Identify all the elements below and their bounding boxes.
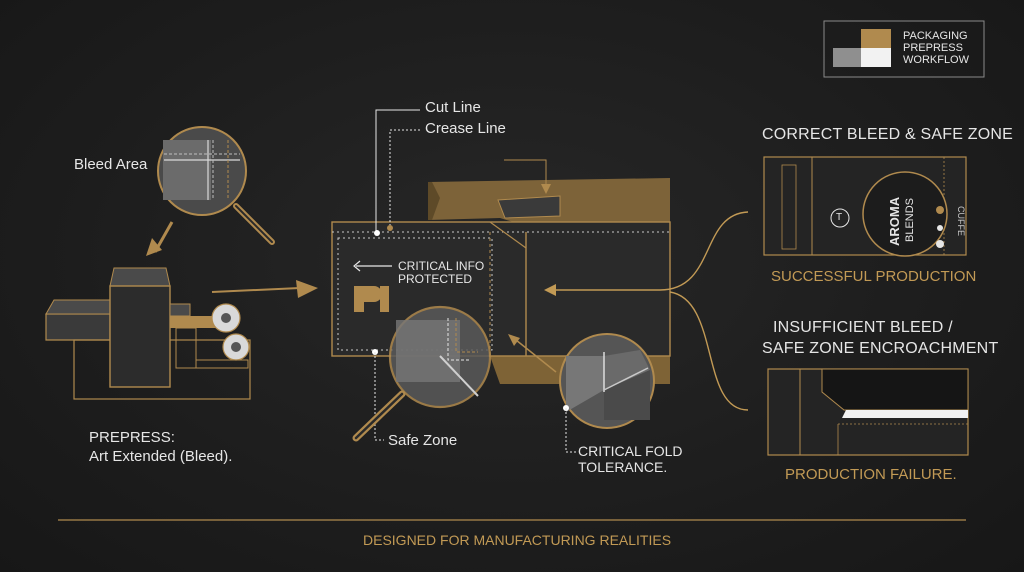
incorrect-title-line-1: INSUFFICIENT BLEED / [773, 319, 953, 336]
package-brand-line-2: BLENDS [904, 197, 916, 242]
correct-panel-title: CORRECT BLEED & SAFE ZONE [762, 126, 1013, 143]
incorrect-panel-title: INSUFFICIENT BLEED / SAFE ZONE ENCROACHM… [762, 317, 998, 359]
incorrect-panel-result: PRODUCTION FAILURE. [785, 466, 957, 483]
printing-press [45, 267, 251, 400]
bleed-area-label: Bleed Area [74, 156, 148, 173]
package-logo-letter: T [836, 212, 843, 223]
prepress-label: PREPRESS: Art Extended (Bleed). [89, 428, 232, 466]
critical-info-line-1: CRITICAL INFO [398, 259, 485, 273]
correct-panel-result: SUCCESSFUL PRODUCTION [771, 268, 977, 285]
failed-package [767, 368, 969, 456]
package-brand-line-1: AROMA [887, 196, 902, 246]
badge-gold-square [861, 29, 891, 48]
safe-zone-magnifier [352, 305, 492, 442]
critical-fold-line-1: CRITICAL FOLD [578, 443, 683, 459]
critical-info-line-2: PROTECTED [398, 272, 473, 287]
fold-tolerance-magnifier [508, 333, 655, 453]
bleed-area-magnifier [157, 126, 275, 245]
footer-tagline: DESIGNED FOR MANUFACTURING REALITIES [363, 532, 672, 548]
prepress-line-2: Art Extended (Bleed). [89, 448, 233, 465]
badge-gray-square [833, 48, 861, 67]
badge-white-square [861, 48, 891, 67]
badge-label: PACKAGING PREPRESS WORKFLOW [903, 30, 969, 66]
critical-fold-label: CRITICAL FOLD TOLERANCE. [578, 443, 683, 475]
package-side-text: CUFFE [956, 206, 966, 236]
incorrect-title-line-2: SAFE ZONE ENCROACHMENT [762, 340, 999, 357]
workflow-badge [823, 20, 985, 78]
crease-line-label: Crease Line [425, 120, 506, 137]
badge-line-2: PREPRESS [903, 42, 963, 54]
critical-info-label: CRITICAL INFO PROTECTED [398, 259, 485, 287]
safe-zone-label: Safe Zone [388, 432, 458, 449]
correct-package [763, 156, 967, 257]
badge-line-1: PACKAGING [903, 30, 968, 42]
cut-line-label: Cut Line [425, 99, 481, 116]
prepress-line-1: PREPRESS: [89, 429, 175, 446]
critical-fold-line-2: TOLERANCE. [578, 458, 668, 475]
badge-line-3: WORKFLOW [903, 54, 969, 66]
brand-p-glyph [354, 286, 364, 312]
